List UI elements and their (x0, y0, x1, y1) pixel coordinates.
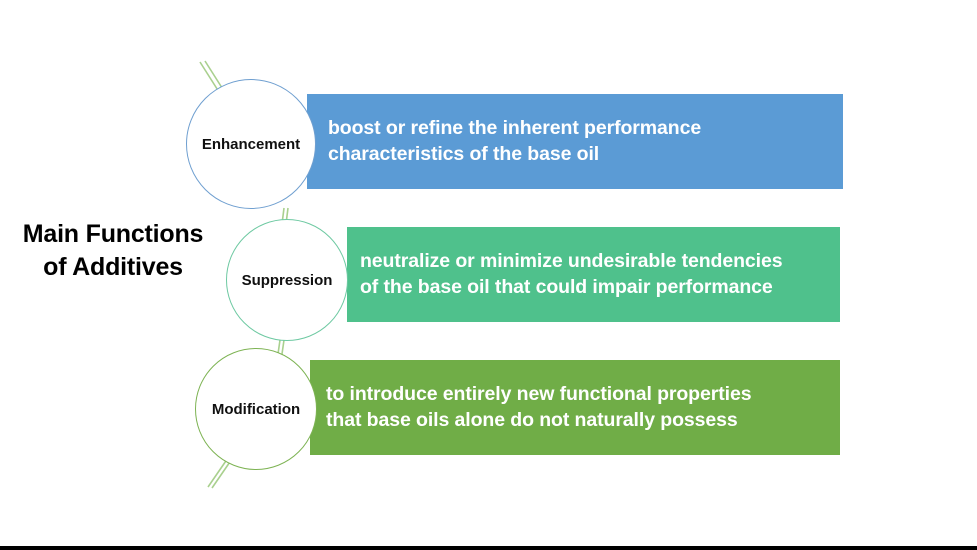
band-modification-text: to introduce entirely new functional pro… (326, 382, 752, 431)
band-modification[interactable]: to introduce entirely new functional pro… (310, 360, 840, 455)
circle-modification[interactable]: Modification (195, 348, 317, 470)
band-suppression[interactable]: neutralize or minimize undesirable tende… (347, 227, 840, 322)
band-enhancement[interactable]: boost or refine the inherent performance… (307, 94, 843, 189)
circle-enhancement-label: Enhancement (201, 135, 301, 153)
circle-enhancement[interactable]: Enhancement (186, 79, 316, 209)
band-suppression-text: neutralize or minimize undesirable tende… (360, 249, 783, 298)
circle-modification-label: Modification (211, 400, 301, 418)
band-enhancement-text: boost or refine the inherent performance… (328, 116, 702, 165)
circle-suppression-label: Suppression (241, 271, 333, 289)
circle-suppression[interactable]: Suppression (226, 219, 348, 341)
page-title: Main Functions of Additives (22, 220, 204, 281)
